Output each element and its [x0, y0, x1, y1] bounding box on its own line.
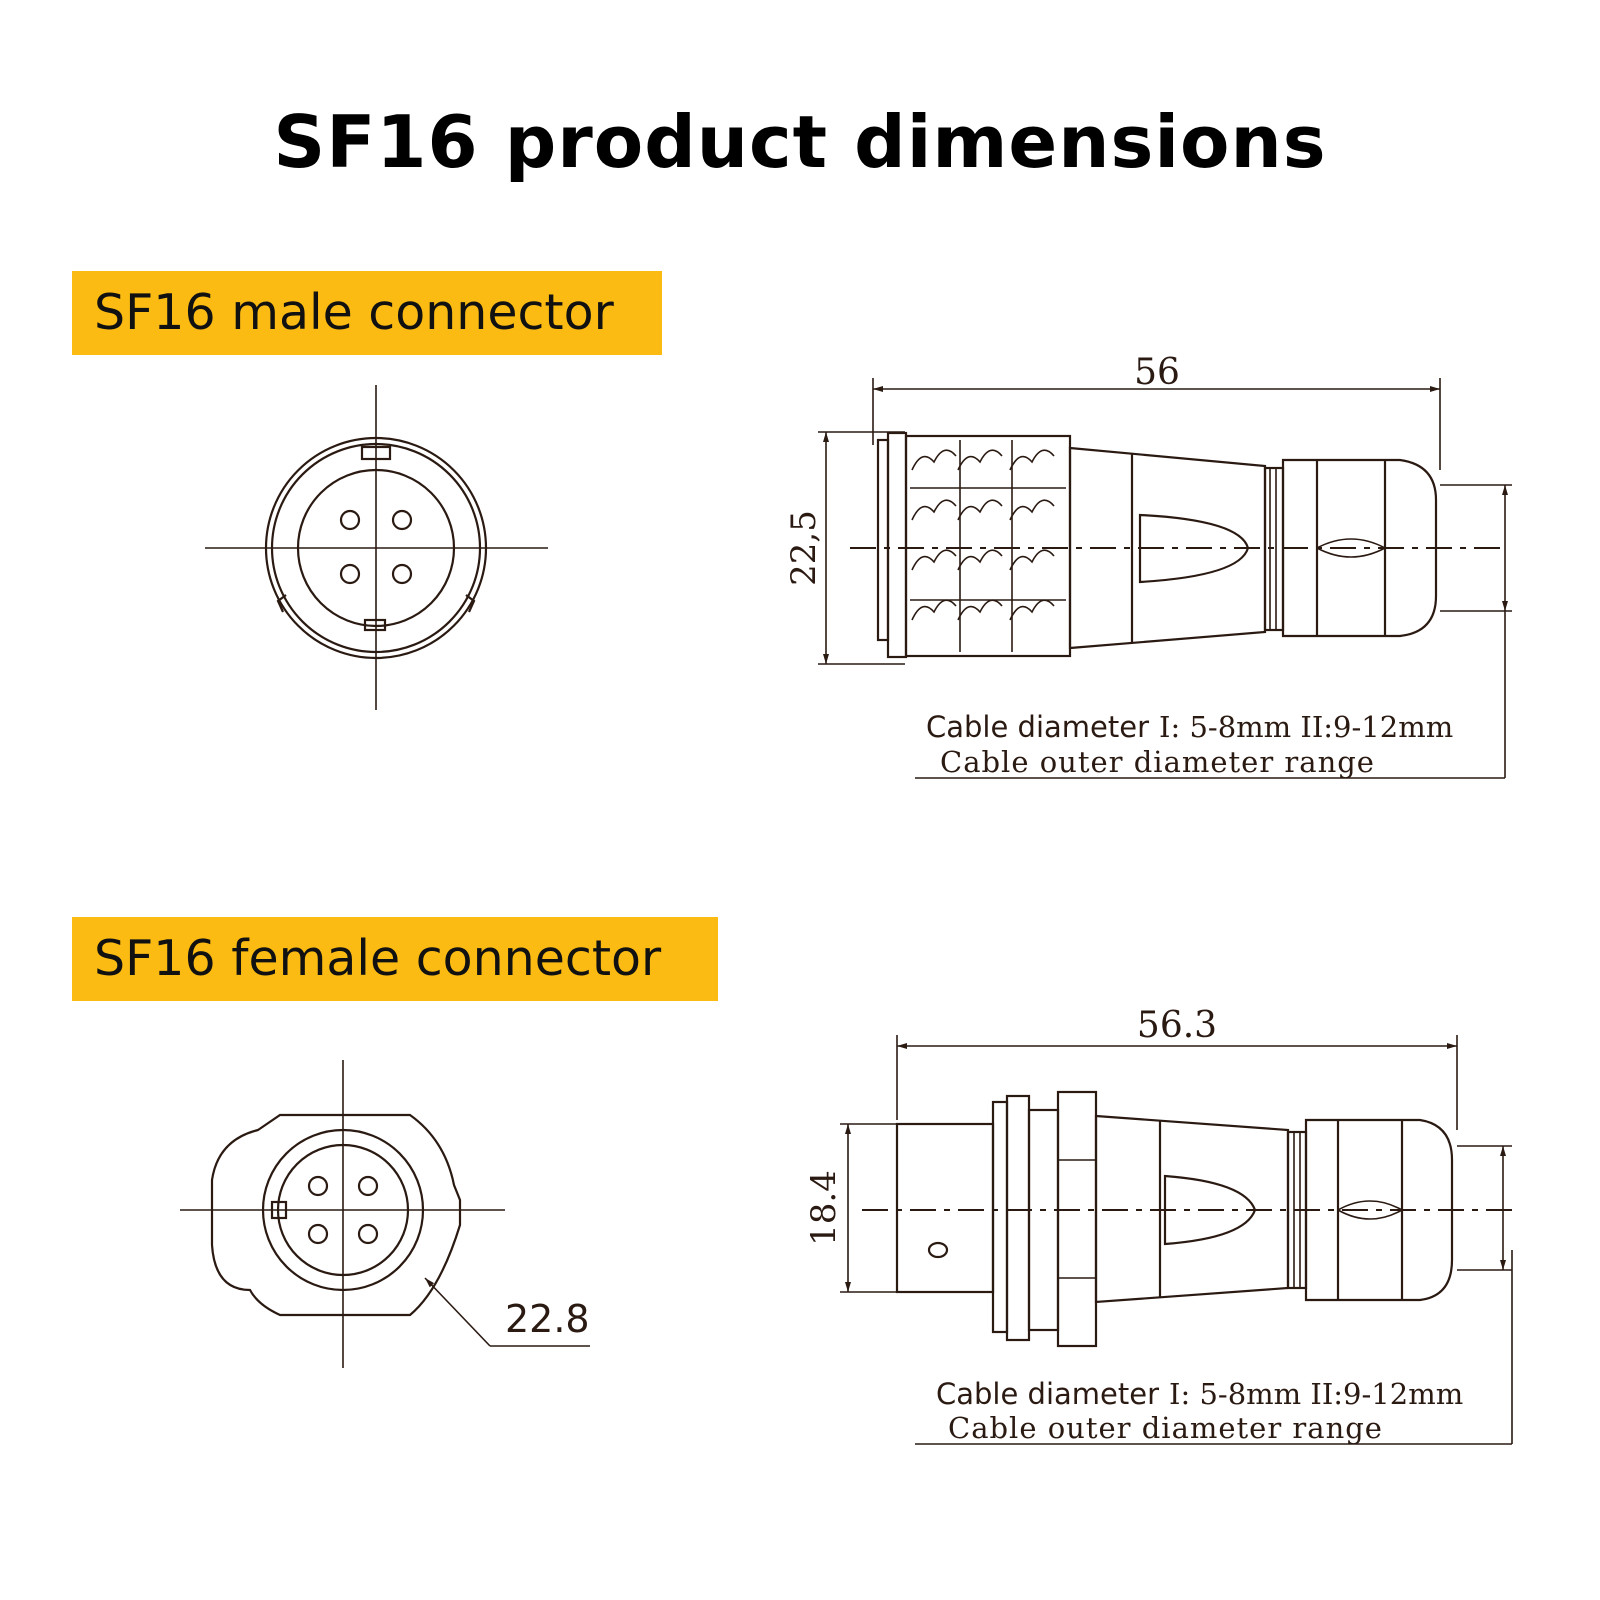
- female-front-view: 22.8: [180, 1060, 590, 1368]
- male-front-view: [205, 385, 548, 710]
- page-title: SF16 product dimensions: [273, 100, 1327, 184]
- male-side-view: 56 22,5: [784, 352, 1512, 779]
- female-flange-dim: 22.8: [505, 1297, 590, 1341]
- female-connector-label: SF16 female connector: [72, 917, 718, 1001]
- male-diameter-dim: 22,5: [784, 510, 824, 586]
- female-cable-range: Cable outer diameter range: [948, 1411, 1383, 1445]
- male-connector-label: SF16 male connector: [72, 271, 662, 355]
- female-length-dim: 56.3: [1137, 1005, 1217, 1046]
- female-side-view: 56.3 18.4: [804, 1005, 1515, 1445]
- male-length-dim: 56: [1134, 352, 1180, 393]
- female-diameter-dim: 18.4: [804, 1170, 844, 1246]
- male-cable-range: Cable outer diameter range: [940, 745, 1375, 779]
